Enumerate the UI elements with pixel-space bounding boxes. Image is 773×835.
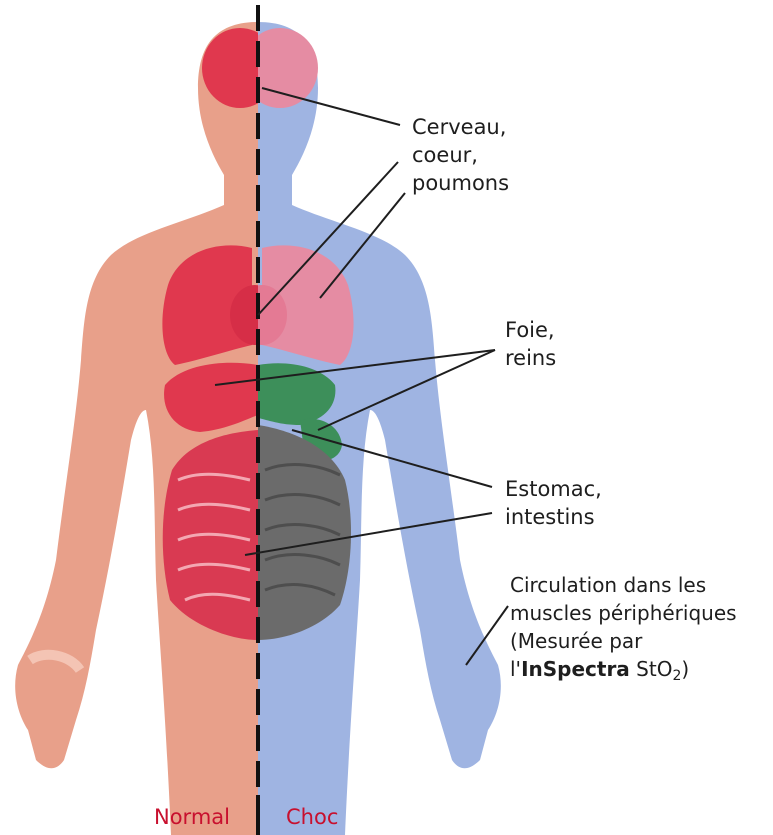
label-brain-heart-lungs: Cerveau, coeur, poumons	[412, 113, 509, 197]
label-kidneys: reins	[505, 344, 556, 372]
circulation-suffix: )	[681, 657, 689, 681]
label-liver: Foie,	[505, 316, 556, 344]
label-brain: Cerveau,	[412, 113, 509, 141]
circulation-line4: l'InSpectra StO2)	[510, 655, 737, 690]
label-stomach-intestines: Estomac, intestins	[505, 475, 602, 531]
label-intestines: intestins	[505, 503, 602, 531]
circulation-line2: muscles périphériques	[510, 599, 737, 627]
label-normal: Normal	[154, 805, 230, 829]
label-stomach: Estomac,	[505, 475, 602, 503]
sto2-unit: StO	[630, 657, 673, 681]
label-liver-kidneys: Foie, reins	[505, 316, 556, 372]
label-lungs: poumons	[412, 169, 509, 197]
inspectra-brand: InSpectra	[521, 657, 630, 681]
circulation-line1: Circulation dans les	[510, 571, 737, 599]
label-heart: coeur,	[412, 141, 509, 169]
circulation-line3: (Mesurée par	[510, 627, 737, 655]
label-circulation: Circulation dans les muscles périphériqu…	[510, 571, 737, 690]
circulation-prefix: l'	[510, 657, 521, 681]
label-shock: Choc	[286, 805, 338, 829]
